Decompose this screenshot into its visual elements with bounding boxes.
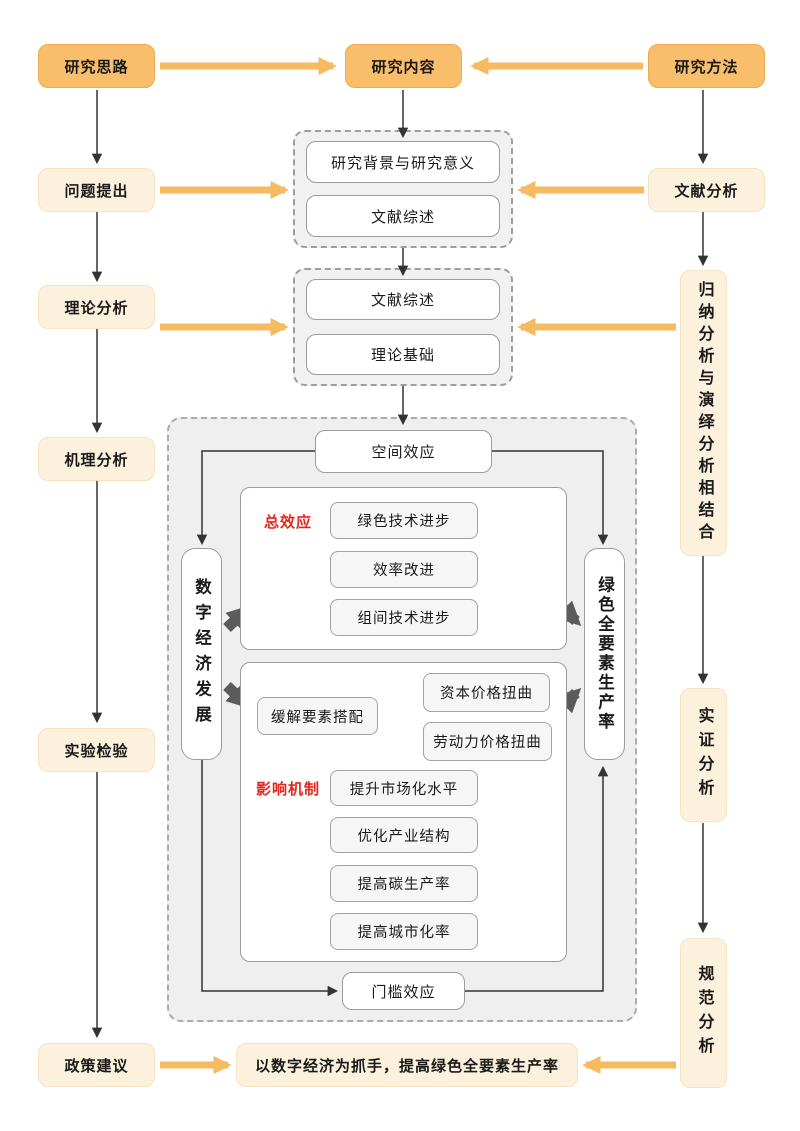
arrow-digital-to-threshold	[201, 759, 339, 997]
node-labor-price-distortion: 劳动力价格扭曲	[423, 722, 552, 761]
label-total-effect-text: 总效应	[264, 514, 313, 531]
node-efficiency-improvement-label: 效率改进	[373, 563, 435, 579]
node-literature-review-1: 文献综述	[306, 195, 500, 237]
node-digital-economy-label: 数字经济发展	[192, 577, 211, 731]
arrow-spatial-to-digital	[196, 450, 315, 546]
node-research-method: 研究方法	[648, 44, 765, 88]
node-research-idea-label: 研究思路	[64, 58, 129, 76]
node-normative-analysis: 规范分析	[680, 938, 727, 1088]
node-urbanization-rate-label: 提高城市化率	[357, 925, 451, 941]
node-green-tech-progress-label: 绿色技术进步	[357, 514, 451, 530]
node-induction-deduction: 归纳分析与演绎分析相结合	[680, 270, 727, 556]
node-intergroup-tech-progress: 组间技术进步	[330, 599, 478, 636]
node-green-tech-progress: 绿色技术进步	[330, 502, 478, 539]
node-policy: 政策建议	[38, 1043, 155, 1087]
node-carbon-productivity: 提高碳生产率	[330, 865, 478, 902]
node-capital-price-distortion: 资本价格扭曲	[423, 673, 550, 712]
node-theory-analysis-label: 理论分析	[64, 299, 129, 317]
node-experiment-label: 实验检验	[64, 742, 129, 760]
node-literature-review-2: 文献综述	[306, 279, 500, 320]
node-digital-economy: 数字经济发展	[181, 548, 222, 760]
node-efficiency-improvement: 效率改进	[330, 551, 478, 588]
node-marketization-level-label: 提升市场化水平	[349, 781, 459, 798]
node-problem-label: 问题提出	[64, 182, 129, 200]
node-theoretical-basis: 理论基础	[306, 334, 500, 375]
node-threshold-effect: 门槛效应	[342, 972, 465, 1010]
node-policy-label: 政策建议	[64, 1057, 129, 1075]
node-urbanization-rate: 提高城市化率	[330, 913, 478, 950]
node-industrial-structure: 优化产业结构	[330, 817, 478, 853]
node-green-tfp: 绿色全要素生产率	[584, 548, 625, 760]
node-background-significance-label: 研究背景与研究意义	[330, 154, 475, 172]
node-capital-price-distortion-label: 资本价格扭曲	[440, 686, 533, 702]
node-empirical-analysis: 实证分析	[680, 688, 727, 822]
node-theoretical-basis-label: 理论基础	[370, 347, 435, 364]
node-spatial-effect: 空间效应	[315, 430, 492, 473]
node-research-content: 研究内容	[345, 44, 462, 88]
node-literature-analysis-label: 文献分析	[674, 182, 739, 200]
node-industrial-structure-label: 优化产业结构	[357, 828, 451, 845]
node-mechanism-analysis: 机理分析	[38, 437, 155, 481]
node-spatial-effect-label: 空间效应	[371, 444, 436, 461]
node-theory-analysis: 理论分析	[38, 285, 155, 329]
node-carbon-productivity-label: 提高碳生产率	[357, 877, 451, 893]
node-induction-deduction-label: 归纳分析与演绎分析相结合	[695, 281, 713, 545]
node-threshold-effect-label: 门槛效应	[371, 983, 436, 1001]
node-empirical-analysis-label: 实证分析	[695, 707, 713, 803]
arrow-threshold-to-gtfp	[465, 765, 609, 992]
node-conclusion: 以数字经济为抓手，提高绿色全要素生产率	[236, 1043, 578, 1087]
node-labor-price-distortion-label: 劳动力价格扭曲	[433, 735, 542, 751]
node-background-significance: 研究背景与研究意义	[306, 141, 500, 183]
node-mechanism-analysis-label: 机理分析	[64, 451, 129, 469]
node-conclusion-label: 以数字经济为抓手，提高绿色全要素生产率	[254, 1057, 559, 1075]
node-normative-analysis-label: 规范分析	[695, 965, 713, 1061]
node-experiment: 实验检验	[38, 728, 155, 772]
node-mitigate-factor-matching-label: 缓解要素搭配	[271, 709, 364, 726]
arrow-spatial-to-gtfp	[492, 450, 609, 546]
node-intergroup-tech-progress-label: 组间技术进步	[357, 611, 451, 627]
node-mitigate-factor-matching: 缓解要素搭配	[257, 697, 378, 735]
node-research-idea: 研究思路	[38, 44, 155, 88]
node-research-method-label: 研究方法	[674, 58, 739, 76]
label-influence-mechanism-text: 影响机制	[256, 781, 321, 798]
node-research-content-label: 研究内容	[371, 58, 436, 76]
node-marketization-level: 提升市场化水平	[330, 770, 478, 806]
node-problem: 问题提出	[38, 168, 155, 212]
node-literature-review-2-label: 文献综述	[370, 292, 435, 309]
label-influence-mechanism: 影响机制	[256, 778, 320, 799]
node-literature-review-1-label: 文献综述	[370, 208, 435, 226]
label-total-effect: 总效应	[264, 511, 312, 532]
node-literature-analysis: 文献分析	[648, 168, 765, 212]
node-green-tfp-label: 绿色全要素生产率	[595, 576, 614, 732]
